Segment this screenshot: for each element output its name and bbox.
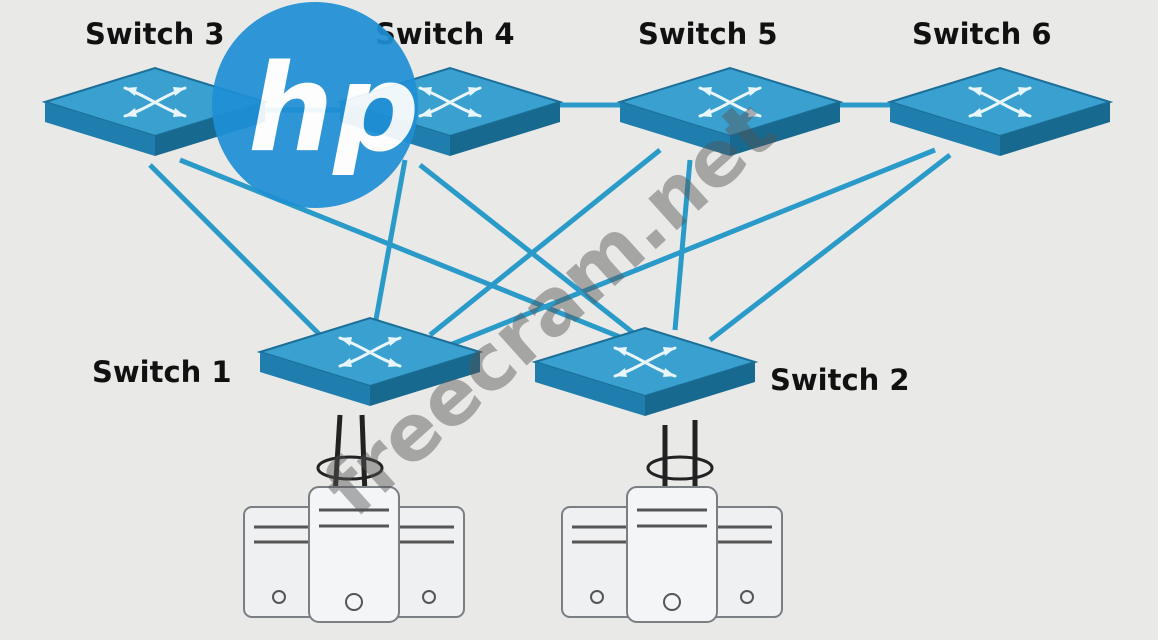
switch-3-label: Switch 3	[85, 17, 225, 51]
switch-1-label: Switch 1	[92, 355, 232, 389]
server-right	[560, 485, 784, 624]
link-s6-s2	[708, 153, 952, 342]
link-s3-s2	[179, 157, 641, 348]
link-s6-s1	[449, 147, 936, 348]
link-s4-s2	[418, 163, 657, 352]
switch-6-label: Switch 6	[912, 17, 1052, 51]
link-s4-s1	[372, 159, 408, 326]
link-s5-s1	[428, 148, 662, 337]
hp-logo-text: hp	[248, 40, 419, 179]
hp-logo: hp	[212, 2, 419, 208]
server-uplinks	[332, 414, 698, 496]
switch-5-label: Switch 5	[638, 17, 778, 51]
link-s3-s1	[148, 163, 332, 347]
switch-2-label: Switch 2	[770, 363, 910, 397]
link-s5-s2	[672, 159, 693, 331]
switch-6	[888, 66, 1112, 158]
lag-ring-left	[316, 455, 384, 481]
lag-ring-right	[646, 455, 714, 481]
network-links	[148, 102, 952, 352]
